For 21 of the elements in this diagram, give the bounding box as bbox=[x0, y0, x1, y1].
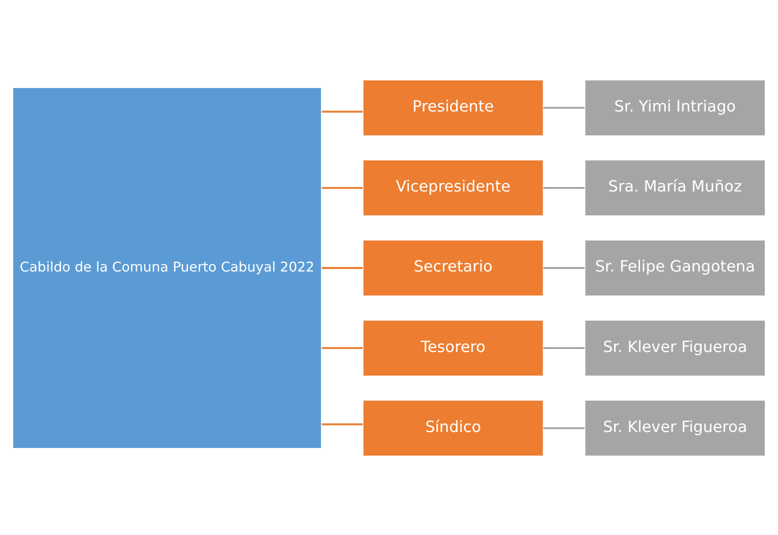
connector bbox=[322, 346, 363, 349]
node-box: Presidente bbox=[362, 78, 544, 136]
connector bbox=[322, 422, 363, 425]
node-box: Sra. María Muñoz bbox=[584, 158, 766, 216]
connector bbox=[543, 346, 585, 349]
connector bbox=[322, 266, 363, 268]
node-box: Vicepresidente bbox=[362, 158, 544, 216]
connector bbox=[543, 426, 585, 429]
connector bbox=[543, 106, 585, 108]
node-box: Secretario bbox=[362, 239, 544, 296]
node-box: Síndico bbox=[362, 399, 544, 456]
connector bbox=[322, 110, 363, 112]
node-box: Sr. Klever Figueroa bbox=[584, 319, 766, 376]
node-box: Tesorero bbox=[362, 319, 544, 376]
connector bbox=[543, 186, 585, 188]
node-box: Cabildo de la Comuna Puerto Cabuyal 2022 bbox=[12, 86, 322, 448]
connector bbox=[322, 186, 363, 188]
node-box: Sr. Felipe Gangotena bbox=[584, 239, 766, 296]
node-box: Sr. Klever Figueroa bbox=[584, 399, 766, 456]
node-box: Sr. Yimi Intriago bbox=[584, 78, 766, 136]
connector bbox=[543, 266, 585, 268]
